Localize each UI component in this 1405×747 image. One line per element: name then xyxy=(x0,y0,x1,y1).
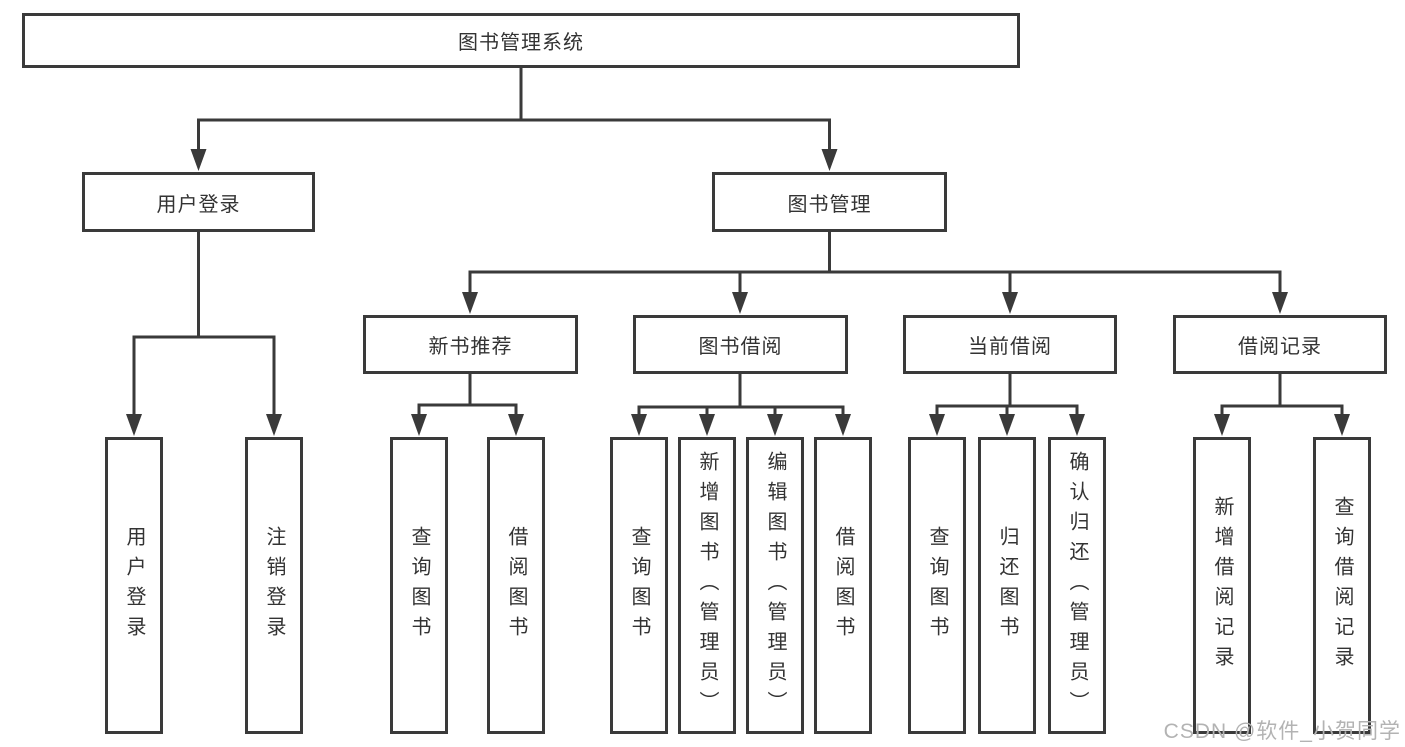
leaf-borrow-query-books: 查询图书 xyxy=(610,437,668,734)
leaf-borrow-borrow-books-label: 借阅图书 xyxy=(832,525,854,646)
node-current-borrow-label: 当前借阅 xyxy=(968,336,1052,358)
node-borrow-records-label: 借阅记录 xyxy=(1238,336,1322,358)
leaf-borrow-edit-books-admin: 编辑图书（管理员） xyxy=(746,437,804,734)
leaf-current-query-books-label: 查询图书 xyxy=(926,525,948,646)
node-book-management: 图书管理 xyxy=(712,172,947,232)
node-current-borrow: 当前借阅 xyxy=(903,315,1117,374)
leaf-borrow-query-books-label: 查询图书 xyxy=(628,525,650,646)
leaf-user-login-label: 用户登录 xyxy=(123,525,145,646)
node-root-label: 图书管理系统 xyxy=(458,32,584,54)
node-new-book-recommend: 新书推荐 xyxy=(363,315,578,374)
node-user-login-label: 用户登录 xyxy=(156,193,241,216)
leaf-current-return-books-label: 归还图书 xyxy=(996,525,1018,646)
leaf-current-confirm-return-admin-label: 确认归还（管理员） xyxy=(1066,450,1088,721)
leaf-borrow-add-books-admin-label: 新增图书（管理员） xyxy=(696,450,718,721)
node-book-borrow-label: 图书借阅 xyxy=(698,336,783,358)
leaf-newbook-borrow-books: 借阅图书 xyxy=(487,437,545,734)
leaf-logout-label: 注销登录 xyxy=(263,525,285,646)
leaf-borrow-add-books-admin: 新增图书（管理员） xyxy=(678,437,736,734)
leaf-records-query-record: 查询借阅记录 xyxy=(1313,437,1371,734)
leaf-current-query-books: 查询图书 xyxy=(908,437,966,734)
leaf-current-return-books: 归还图书 xyxy=(978,437,1036,734)
leaf-records-add-record-label: 新增借阅记录 xyxy=(1211,495,1233,676)
node-book-management-label: 图书管理 xyxy=(787,193,872,216)
leaf-records-add-record: 新增借阅记录 xyxy=(1193,437,1251,734)
node-new-book-recommend-label: 新书推荐 xyxy=(428,336,513,358)
node-borrow-records: 借阅记录 xyxy=(1173,315,1387,374)
leaf-borrow-edit-books-admin-label: 编辑图书（管理员） xyxy=(764,450,786,721)
node-root-system: 图书管理系统 xyxy=(22,13,1020,68)
leaf-newbook-borrow-books-label: 借阅图书 xyxy=(505,525,527,646)
leaf-newbook-query-books: 查询图书 xyxy=(390,437,448,734)
node-book-borrow: 图书借阅 xyxy=(633,315,848,374)
leaf-current-confirm-return-admin: 确认归还（管理员） xyxy=(1048,437,1106,734)
leaf-records-query-record-label: 查询借阅记录 xyxy=(1331,495,1353,676)
leaf-user-login: 用户登录 xyxy=(105,437,163,734)
node-user-login: 用户登录 xyxy=(82,172,315,232)
leaf-logout: 注销登录 xyxy=(245,437,303,734)
leaf-borrow-borrow-books: 借阅图书 xyxy=(814,437,872,734)
leaf-newbook-query-books-label: 查询图书 xyxy=(408,525,430,646)
